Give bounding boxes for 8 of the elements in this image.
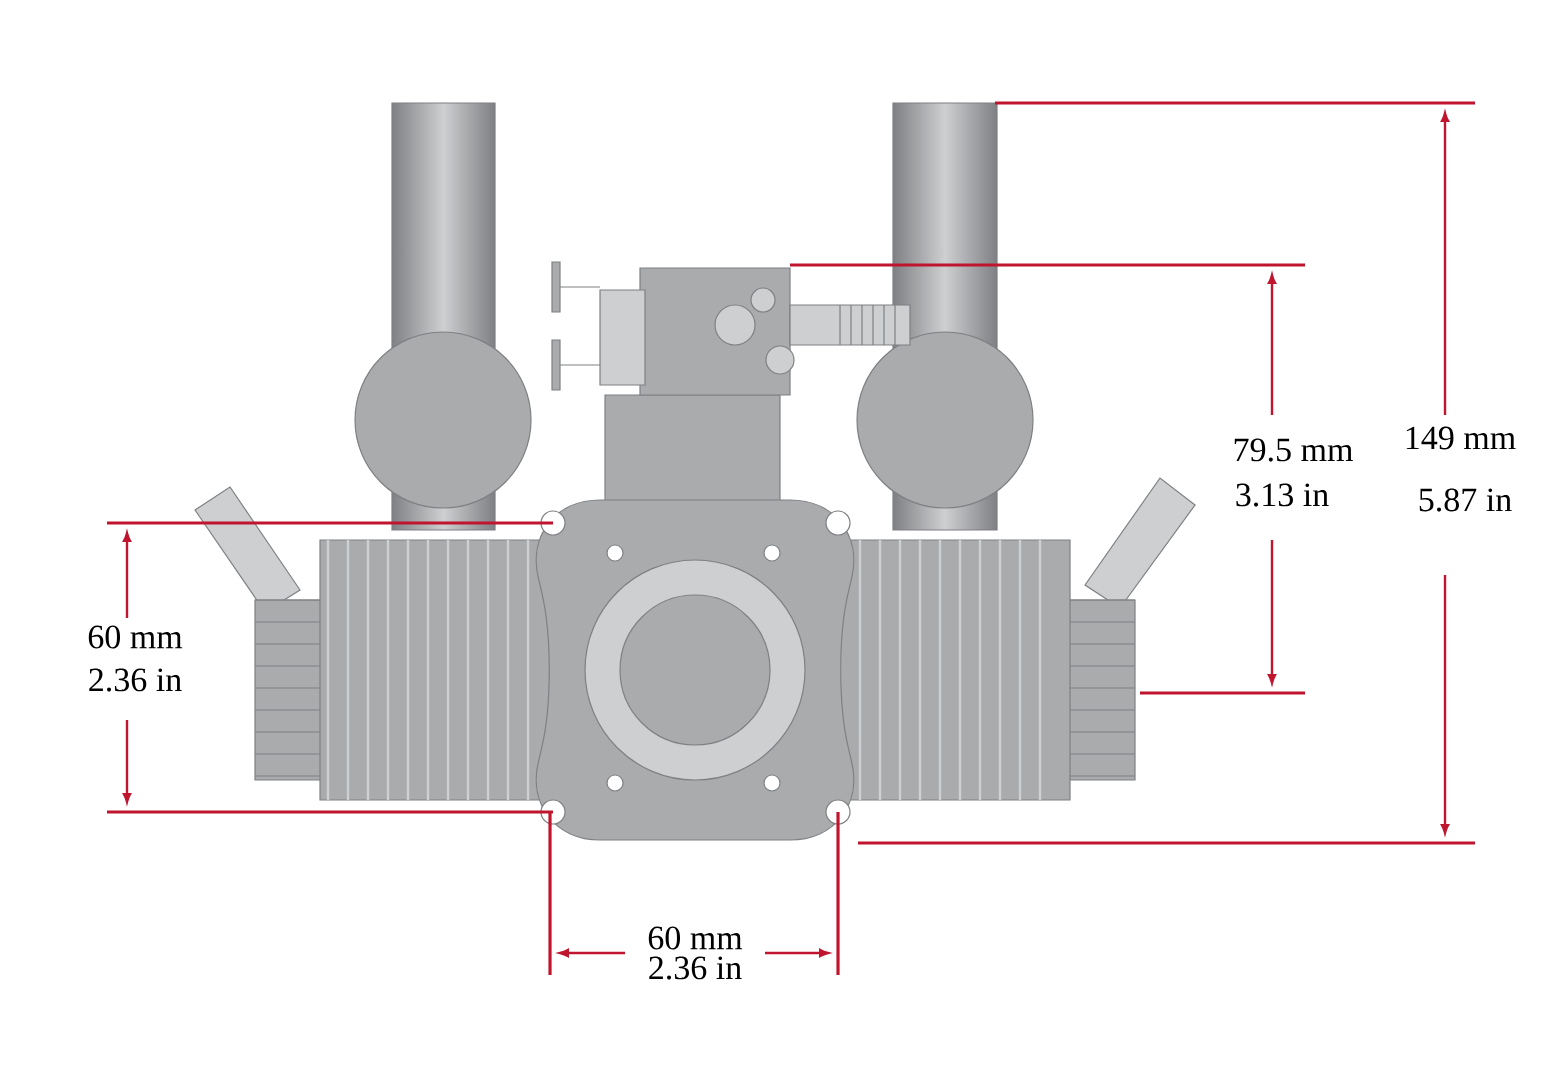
dimension-label: 60 mm (88, 625, 183, 649)
dimension-label: 2.36 in (649, 956, 742, 980)
dimension-label: 5.87 in (1419, 488, 1512, 512)
dimension-label: 60 mm (648, 926, 743, 950)
dimension-label: 2.36 in (89, 668, 182, 692)
dimension-label: 3.13 in (1236, 483, 1329, 507)
dimension-label: 79.5 mm (1234, 438, 1353, 462)
dimension-label: 149 mm (1406, 426, 1516, 450)
